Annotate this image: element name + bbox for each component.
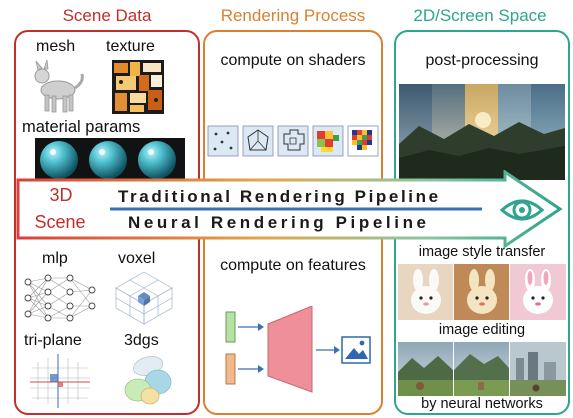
texture-label: texture — [106, 38, 155, 55]
mesh-label: mesh — [36, 38, 76, 55]
feature-network-diagram — [225, 306, 371, 393]
by-neural-networks-label: by neural networks — [421, 396, 543, 412]
compute-on-features-label: compute on features — [220, 257, 366, 274]
voxel-grid-image — [115, 271, 173, 325]
image-editing-photos — [398, 342, 566, 396]
pipeline-arrow — [16, 170, 563, 248]
shader-stages-diagram — [207, 125, 379, 157]
rendering-process-heading: Rendering Process — [220, 6, 366, 25]
traditional-pipeline-label: Traditional Rendering Pipeline — [118, 187, 441, 206]
scene-label-3d: 3D — [49, 185, 73, 205]
style-transfer-images — [398, 264, 566, 320]
neural-pipeline-label: Neural Rendering Pipeline — [128, 213, 430, 232]
material-params-label: material params — [22, 118, 141, 136]
tri-plane-image — [30, 354, 90, 408]
mesh-dog-image — [34, 60, 84, 113]
mlp-label: mlp — [42, 250, 68, 267]
voxel-label: voxel — [118, 250, 156, 267]
post-processing-image — [399, 84, 565, 180]
compute-on-shaders-label: compute on shaders — [220, 52, 366, 69]
scene-label-scene: Scene — [34, 212, 86, 232]
mlp-network-image — [24, 274, 96, 322]
image-style-transfer-label: image style transfer — [418, 244, 546, 260]
image-editing-label: image editing — [438, 322, 526, 338]
scene-data-heading: Scene Data — [62, 6, 152, 25]
3dgs-label: 3dgs — [124, 332, 159, 349]
post-processing-label: post-processing — [425, 52, 539, 69]
material-spheres-image — [35, 138, 185, 182]
3dgs-image — [124, 356, 172, 405]
eye-icon — [500, 199, 544, 221]
tri-plane-label: tri-plane — [24, 332, 82, 349]
texture-image — [112, 60, 164, 114]
screen-space-heading: 2D/Screen Space — [413, 6, 547, 25]
